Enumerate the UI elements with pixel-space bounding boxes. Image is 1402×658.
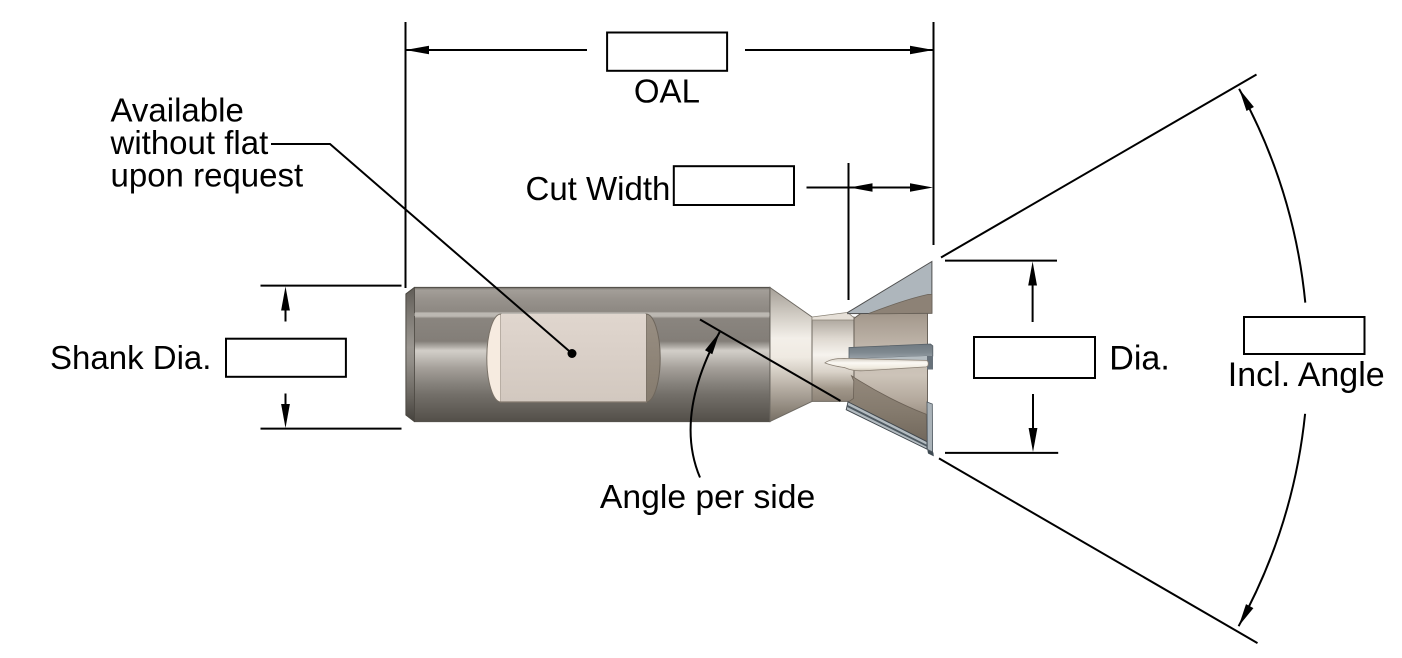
svg-text:Angle per side: Angle per side: [600, 478, 815, 516]
svg-text:Dia.: Dia.: [1109, 339, 1169, 377]
svg-text:without flat: without flat: [110, 124, 269, 161]
svg-text:Cut Width: Cut Width: [526, 170, 671, 207]
svg-text:Available: Available: [111, 92, 244, 129]
svg-text:Shank Dia.: Shank Dia.: [50, 339, 211, 376]
svg-text:upon request: upon request: [111, 157, 304, 194]
svg-text:Incl. Angle: Incl. Angle: [1228, 356, 1385, 394]
svg-text:OAL: OAL: [634, 72, 700, 109]
